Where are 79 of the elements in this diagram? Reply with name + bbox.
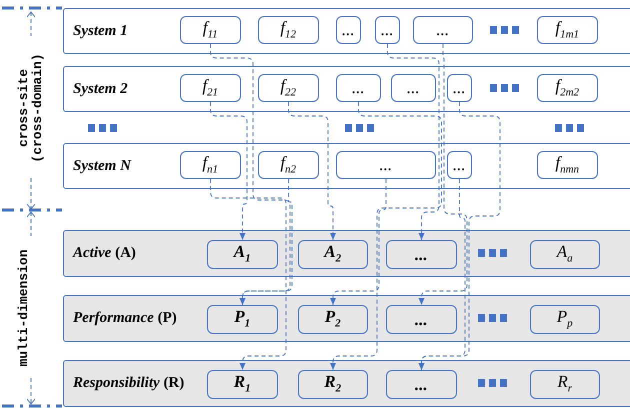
item-label: ...: [379, 156, 392, 174]
item-label: f$_{22}$: [280, 76, 296, 98]
row-band: [63, 360, 630, 407]
item-box: [530, 304, 600, 334]
item-label: A$_{2}$: [324, 243, 342, 265]
item-box: [258, 150, 319, 179]
item-label: ...: [414, 246, 428, 263]
item-box: [386, 240, 457, 269]
item-box: [386, 304, 457, 334]
item-label: R$_{1}$: [234, 373, 251, 395]
item-box: [206, 304, 278, 334]
item-label: ...: [380, 21, 394, 38]
item-box: [298, 240, 368, 269]
item-box: [374, 16, 400, 44]
item-box: [412, 16, 473, 44]
dashed-arrow: [288, 102, 336, 240]
item-box: [336, 16, 361, 44]
item-label: P$_{p}$: [556, 308, 573, 330]
item-box: [386, 370, 457, 399]
item-box: [390, 74, 436, 102]
dashed-arrow: [210, 102, 248, 240]
row-label: Active (A): [73, 244, 136, 263]
item-box: [206, 240, 278, 269]
item-label: f$_{n2}$: [280, 154, 296, 176]
item-label: ...: [342, 21, 355, 38]
dashed-arrow: [330, 178, 386, 306]
item-box: [258, 16, 319, 44]
item-box: [298, 370, 368, 399]
row-label: Responsibility (R): [73, 374, 184, 393]
dashed-arrow: [240, 178, 292, 306]
row-band: [63, 66, 630, 112]
item-box: [446, 150, 472, 179]
item-label: A$_{a}$: [556, 243, 573, 265]
row-label: Performance (P): [73, 309, 177, 328]
item-label: R$_{r}$: [557, 373, 572, 395]
item-box: [536, 150, 598, 179]
dashed-arrow: [418, 178, 466, 370]
item-box: [536, 74, 598, 102]
item-label: P$_{2}$: [324, 308, 341, 330]
row-label: System 1: [73, 22, 128, 40]
item-label: f$_{21}$: [202, 76, 218, 98]
item-label: P$_{1}$: [234, 308, 250, 330]
item-label: ...: [406, 79, 420, 96]
row-band: [63, 8, 630, 54]
axis-label: multi-dimension: [17, 248, 32, 369]
item-box: [336, 150, 436, 179]
item-box: [336, 74, 381, 102]
item-label: f$_{11}$: [202, 18, 218, 40]
item-label: R$_{2}$: [324, 373, 342, 395]
item-label: ...: [436, 21, 450, 38]
item-box: [258, 74, 319, 102]
row-label: System 2: [73, 80, 128, 98]
dashed-arrow: [330, 102, 442, 370]
item-label: ...: [414, 310, 428, 328]
row-band: [63, 143, 630, 189]
item-label: f$_{n1}$: [202, 154, 218, 176]
item-label: A$_{1}$: [234, 243, 251, 265]
row-label: System N: [73, 156, 131, 176]
dashed-arrow: [210, 178, 286, 370]
row-band: [63, 295, 630, 342]
item-box: [530, 240, 600, 269]
item-label: ...: [452, 156, 466, 174]
dashed-arrow: [210, 44, 290, 306]
dashed-arrow: [418, 44, 468, 306]
item-box: [298, 304, 368, 334]
item-label: ...: [352, 79, 365, 96]
row-band: [63, 230, 630, 277]
item-label: ...: [414, 376, 428, 393]
item-label: f$_{12}$: [280, 18, 296, 40]
item-box: [180, 150, 241, 179]
item-box: [206, 370, 278, 399]
item-box: [530, 370, 600, 399]
item-box: [180, 74, 241, 102]
item-box: [446, 74, 472, 102]
dashed-arrow: [387, 44, 440, 240]
item-label: ...: [452, 79, 466, 96]
item-box: [180, 16, 241, 44]
item-box: [536, 16, 598, 44]
axis-label: cross-site (cross-domain): [17, 52, 45, 165]
